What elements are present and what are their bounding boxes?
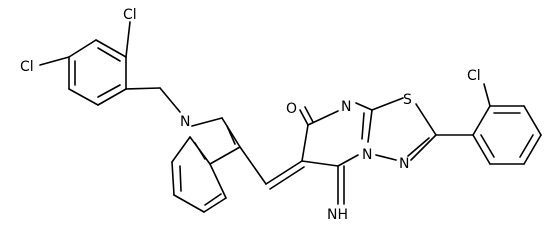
bond-ch-c6-double	[269, 166, 305, 190]
atom-label-s-thiadiazole: S	[403, 92, 412, 108]
atom-label-o-carbonyl: O	[286, 101, 297, 117]
bond-ch-c6	[265, 160, 303, 185]
atom-label-cl-right: Cl	[467, 68, 481, 84]
bond-indole-ch	[239, 146, 267, 185]
dichlorophenyl-ring	[68, 39, 127, 106]
atom-label-n-thiadiazole: N	[399, 156, 409, 172]
bond-ch2-benzyl	[125, 87, 161, 90]
bond-ch2-n	[159, 87, 181, 113]
atom-label-imine: NH	[327, 207, 348, 223]
bond-cl-top	[125, 21, 131, 58]
indole-benzo-ring	[171, 136, 227, 213]
bond-carbonyl	[299, 109, 309, 126]
atom-label-cl-top: Cl	[123, 7, 137, 23]
atom-label-cl-left: Cl	[20, 59, 34, 75]
bond-carbonyl-double	[304, 106, 314, 123]
atom-label-n-indole: N	[180, 114, 190, 130]
bond-cl-left	[39, 56, 70, 66]
bond-cl-right	[483, 83, 491, 107]
chlorophenyl-ring	[472, 105, 542, 165]
thiadiazole-ring	[371, 97, 437, 161]
pyrimidine-ring	[301, 102, 373, 167]
indole-pyrrole-ring	[189, 117, 241, 165]
atom-label-n-pyrimidine: N	[341, 99, 351, 115]
atom-label-n-bridge: N	[362, 147, 372, 163]
